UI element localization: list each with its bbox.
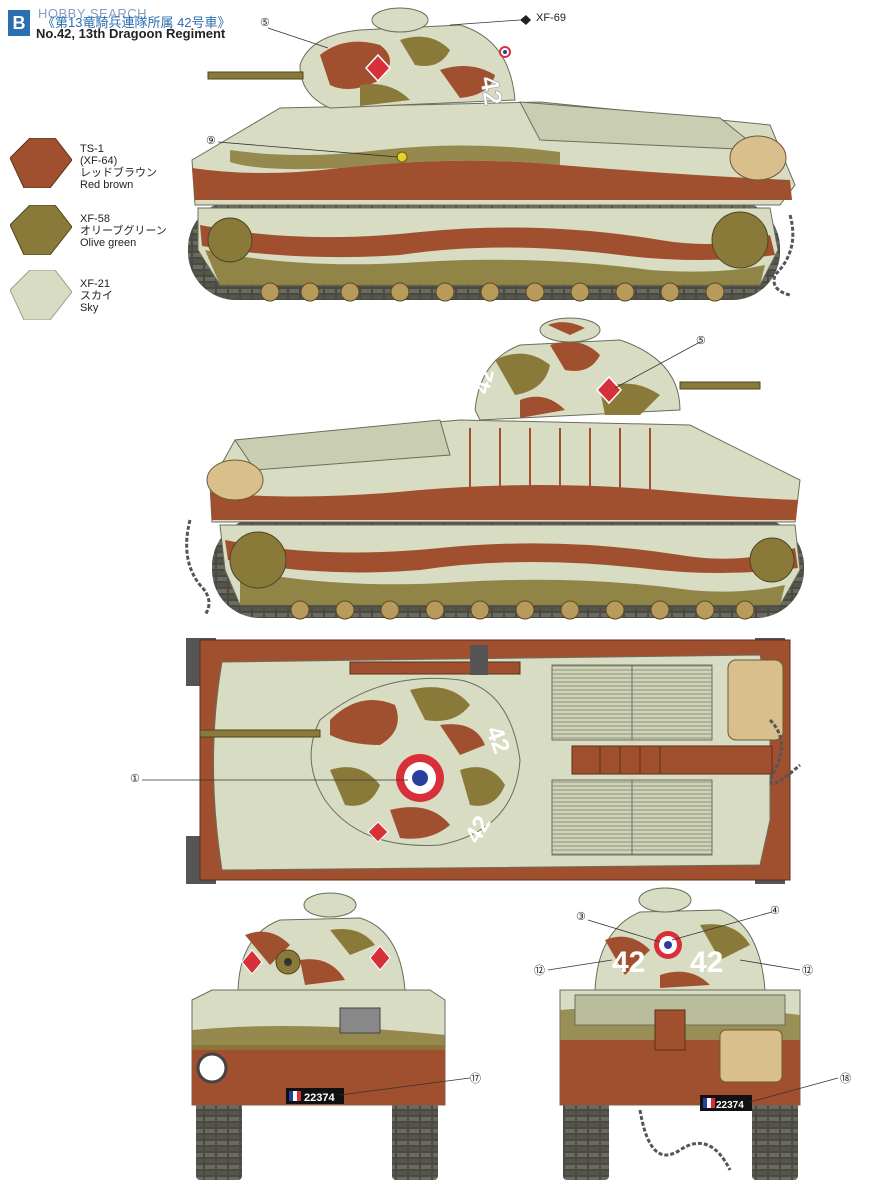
callout-3: ③ [576, 911, 586, 923]
callout-17: ⑰ [470, 1073, 481, 1085]
turret-number-rear-right: 42 [690, 946, 723, 979]
paint-label-3: XF-21 スカイ Sky [80, 278, 113, 314]
front-view: 22374 [191, 892, 446, 1180]
rear-view: 42 42 22374 [559, 887, 801, 1180]
watermark-text: HOBBY SEARCH [38, 6, 148, 21]
title-english: No.42, 13th Dragoon Regiment [36, 26, 226, 41]
paint-callout-xf69: XF-69 [536, 12, 566, 24]
turret-number-rear-left: 42 [612, 946, 645, 979]
top-view: 42 42 [186, 638, 801, 884]
callout-12b: ⑫ [802, 965, 813, 977]
callout-4: ④ [770, 905, 780, 917]
section-badge: B [8, 10, 30, 36]
callout-1: ① [130, 773, 140, 785]
callout-18: ⑱ [840, 1073, 851, 1085]
callout-5a: ⑤ [260, 17, 270, 29]
title-japanese: 《第13竜騎兵連隊所属 42号車》 [42, 15, 231, 30]
callout-5b: ⑤ [696, 335, 706, 347]
turret-number-side: 42 [474, 74, 509, 108]
side-view-right: 42 [185, 317, 804, 620]
plate-front-text: 22374 [304, 1092, 335, 1104]
paint-label-2: XF-58 オリーブグリーン Olive green [80, 213, 167, 249]
callout-12a: ⑫ [534, 965, 545, 977]
plate-rear-text: 22374 [716, 1100, 744, 1111]
side-view-left: 42 [188, 7, 796, 302]
paint-label-1: TS-1 (XF-64) レッドブラウン Red brown [80, 143, 157, 191]
callout-9: ⑨ [206, 135, 216, 147]
